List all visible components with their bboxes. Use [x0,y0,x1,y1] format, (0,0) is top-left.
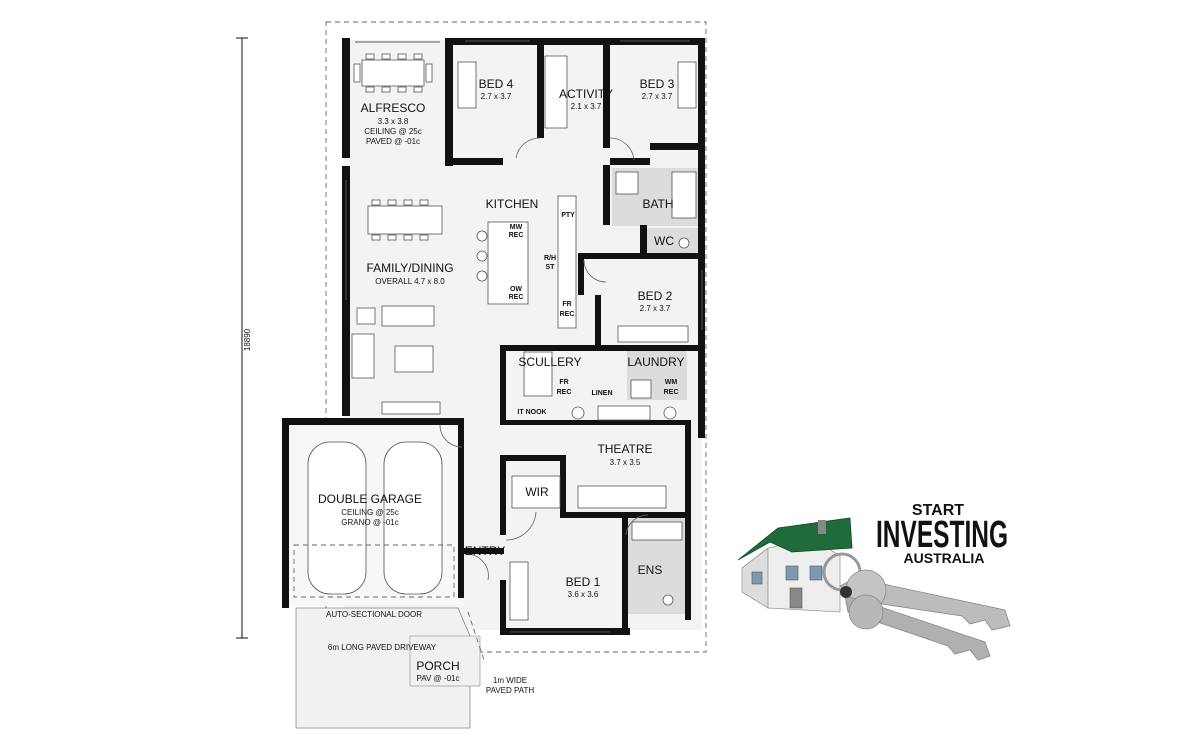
garage-name: DOUBLE GARAGE [318,492,422,506]
garage-note2: GRANO @ -01c [341,518,398,527]
dining-table [367,199,443,241]
fr-rec-label-scullery: REC [557,389,572,396]
bed1-size: 3.6 x 3.6 [568,590,599,599]
porch-note: PAV @ -01c [417,674,460,683]
theatre-size: 3.7 x 3.5 [610,458,641,467]
bath-fixtures [615,171,697,606]
chimney [818,520,826,534]
lot-boundary [325,21,707,653]
laundry-name: LAUNDRY [627,355,684,369]
alfresco-note2: PAVED @ -01c [366,137,420,146]
fr-label-kitchen: FR [562,301,571,308]
it-nook-label: IT NOOK [517,409,546,416]
logo-line-start: START [912,502,964,519]
activity-name: ACTIVITY [559,87,613,101]
key-2-head [848,594,884,630]
garage-note1: CEILING @ 25c [341,508,398,517]
mw-rec-label: REC [509,232,524,239]
bed1-name: BED 1 [566,575,601,589]
ow-label: OW [510,286,522,293]
bed4-size: 2.7 x 3.7 [481,92,512,101]
porch-name: PORCH [416,659,459,673]
garage-cars [293,441,455,598]
wm-label: WM [665,379,678,386]
bed3-size: 2.7 x 3.7 [642,92,673,101]
linen-label: LINEN [592,390,613,397]
house-keys-illustration [737,517,1011,661]
porch-floor [409,635,481,687]
wm-rec-label: REC [664,389,679,396]
fr-rec-label-kitchen: REC [560,311,575,318]
beds [457,55,697,621]
auto-sectional-door-label: AUTO-SECTIONAL DOOR [326,610,422,619]
st-label: ST [546,264,556,271]
kitchen-name: KITCHEN [486,197,539,211]
family-name: FAMILY/DINING [366,261,453,275]
house-window-1 [751,571,763,585]
kitchen-island [476,195,577,329]
lounge-furniture [351,305,441,415]
mw-label: MW [510,224,523,231]
bed2-name: BED 2 [638,289,673,303]
windows [345,40,703,633]
theatre-fixtures [511,351,677,509]
house-window-3 [809,565,823,581]
pty-label: PTY [561,212,575,219]
logo-line-investing: INVESTING [876,514,1008,556]
wc-floor [645,228,700,256]
start-investing-logo: START INVESTING AUSTRALIA [876,502,1008,566]
ens-name: ENS [638,563,663,577]
paved-path-label-1: 1m WIDE [493,676,527,685]
house-window-2 [785,565,799,581]
ow-rec-label: REC [509,294,524,301]
alfresco-note1: CEILING @ 25c [364,127,421,136]
house-door [789,587,803,609]
entry-name: ENTRY [465,544,505,558]
wir-name: WIR [525,485,549,499]
activity-size: 2.1 x 3.7 [571,102,602,111]
theatre-name: THEATRE [597,442,652,456]
alfresco-size: 3.3 x 3.8 [378,117,409,126]
paved-path-label-2: PAVED PATH [486,686,535,695]
logo-line-australia: AUSTRALIA [904,550,985,566]
family-size: OVERALL 4.7 x 8.0 [375,277,445,286]
scullery-name: SCULLERY [518,355,581,369]
alfresco-table [353,53,433,93]
rh-label: R/H [544,255,556,262]
wc-name: WC [654,234,674,248]
dimension-value: 18890 [243,328,252,351]
bed4-name: BED 4 [479,77,514,91]
bed2-size: 2.7 x 3.7 [640,304,671,313]
alfresco-name: ALFRESCO [361,101,426,115]
bath-name: BATH [642,197,673,211]
driveway-label: 6m LONG PAVED DRIVEWAY [328,643,437,652]
key-ring-clip [840,586,852,598]
doors [439,137,649,581]
bed3-name: BED 3 [640,77,675,91]
fr-label-scullery: FR [559,379,568,386]
